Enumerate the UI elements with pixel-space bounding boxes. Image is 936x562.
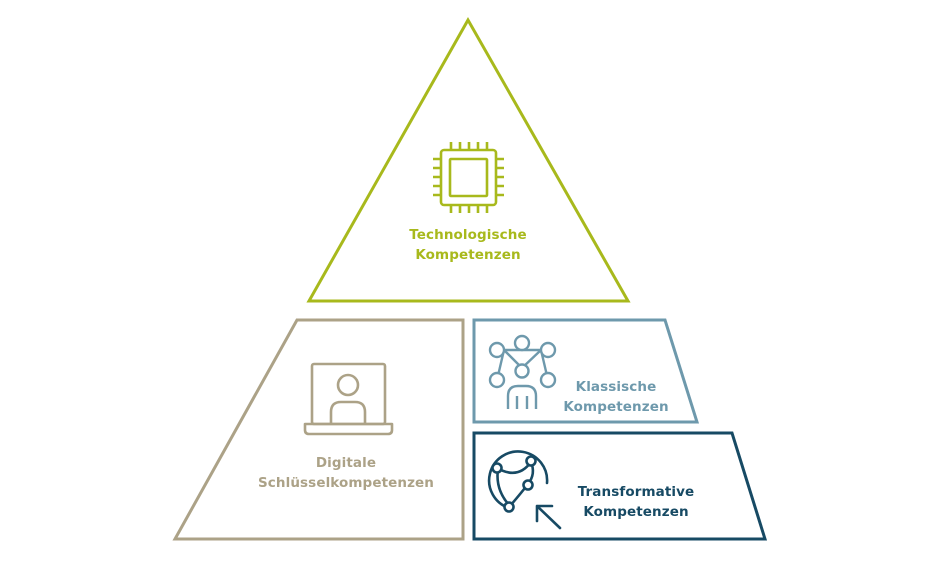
laptop-user-icon (303, 362, 394, 436)
digital-label: Digitale Schlüsselkompetenzen (240, 453, 452, 493)
technological-section-shape (306, 16, 631, 303)
classic-label: Klassische Kompetenzen (546, 377, 686, 417)
globe-cursor-icon (487, 450, 562, 530)
technological-label-line-2: Kompetenzen (415, 247, 521, 263)
transformative-label: Transformative Kompetenzen (566, 482, 706, 522)
chip-icon (433, 142, 504, 213)
classic-section-shape (472, 318, 700, 424)
transformative-label-line-1: Transformative (577, 484, 695, 500)
digital-label-line-2: Schlüsselkompetenzen (257, 475, 435, 491)
transformative-section-shape (472, 431, 768, 541)
technological-label-line-1: Technologische (409, 227, 527, 243)
transformative-label-line-2: Kompetenzen (583, 504, 689, 520)
digital-section-shape (172, 318, 465, 541)
classic-label-line-1: Klassische (575, 379, 657, 395)
network-person-icon (488, 334, 557, 409)
digital-label-line-1: Digitale (315, 455, 377, 471)
classic-label-line-2: Kompetenzen (563, 399, 669, 415)
technological-label: Technologische Kompetenzen (368, 225, 568, 265)
